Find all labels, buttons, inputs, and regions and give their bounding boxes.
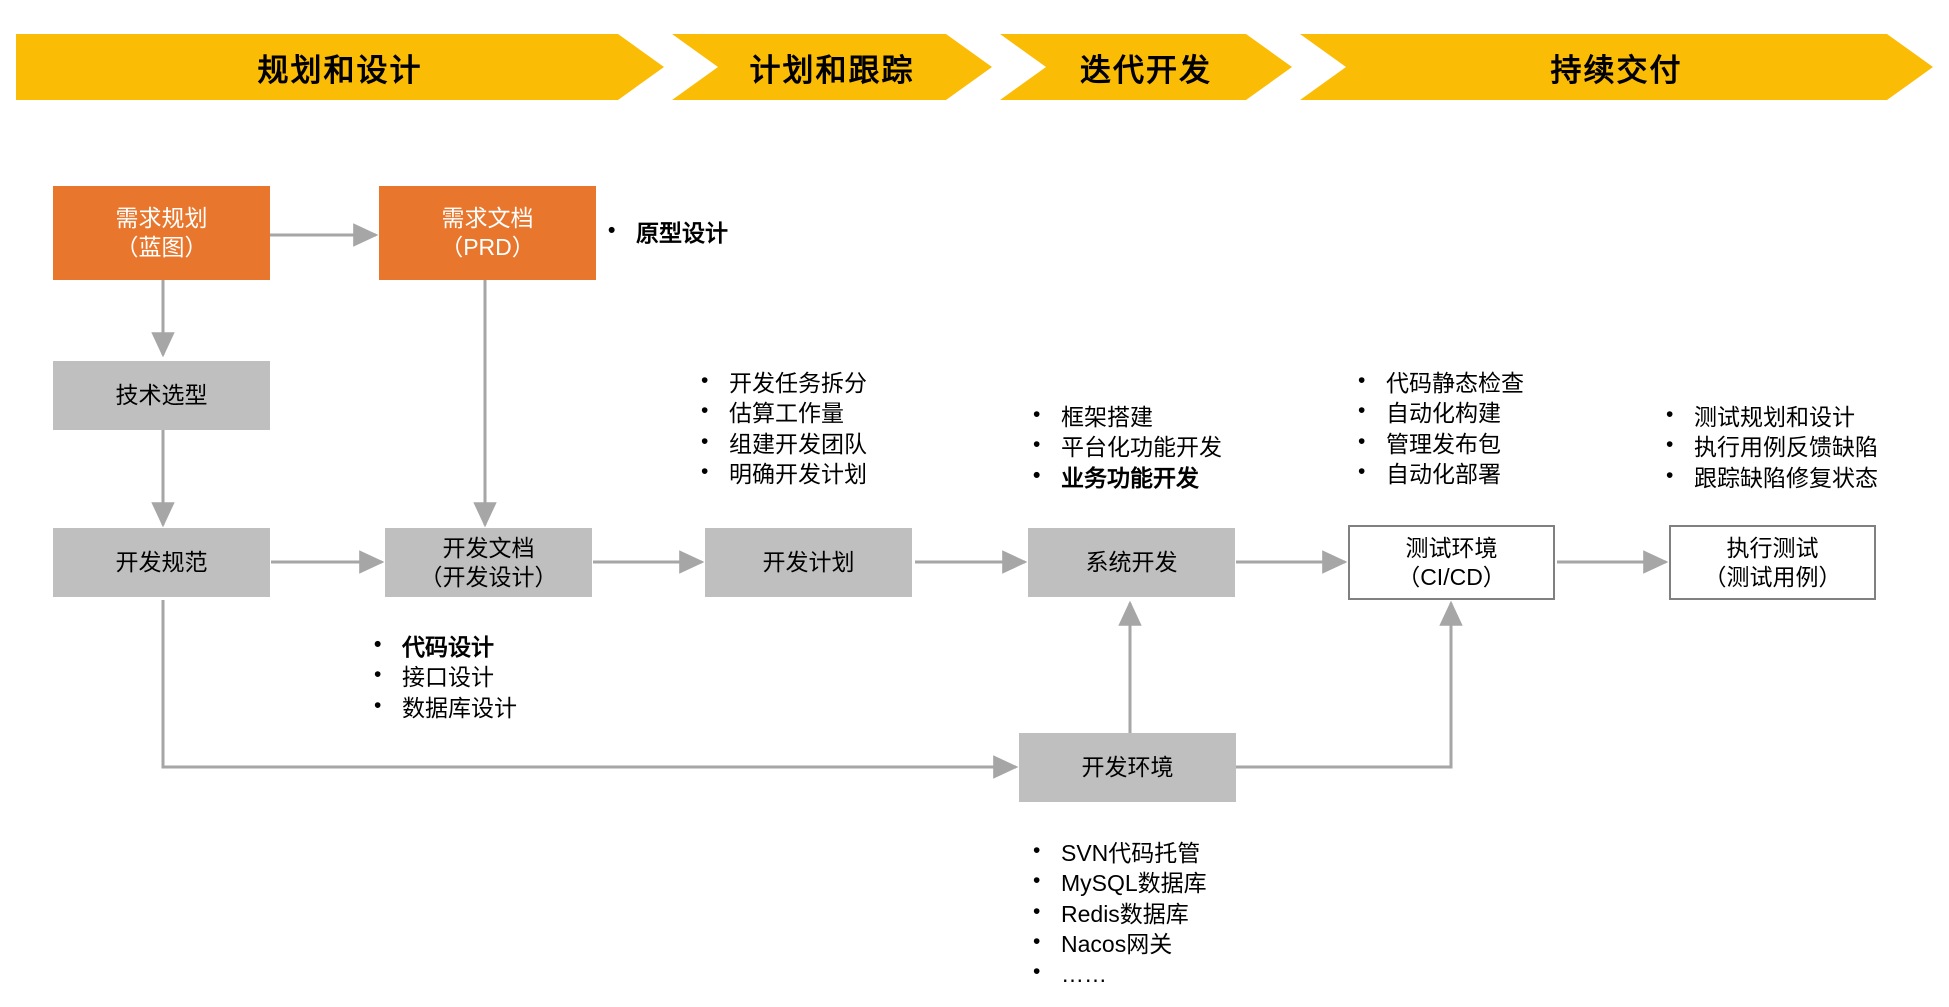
bullet-item: 平台化功能开发 [1027,431,1222,462]
bullet-item: 接口设计 [368,661,517,692]
bullet-item: 测试规划和设计 [1660,401,1878,432]
node-label: 需求规划 （蓝图） [115,205,208,260]
bullet-item: 执行用例反馈缺陷 [1660,431,1878,462]
phase-chevron-4[interactable]: 持续交付 [1300,34,1933,100]
bullet-item: 开发任务拆分 [695,367,867,398]
phase-chevron-2[interactable]: 计划和跟踪 [672,34,992,100]
bullet-item: …… [1027,958,1207,989]
bullet-item: 自动化部署 [1352,458,1524,489]
bullet-item: 自动化构建 [1352,397,1524,428]
node-tech-selection[interactable]: 技术选型 [53,361,270,430]
node-label: 系统开发 [1085,549,1178,576]
node-label: 开发计划 [762,549,855,576]
node-test-env[interactable]: 测试环境 （CI/CD） [1348,525,1555,600]
bullet-item: SVN代码托管 [1027,837,1207,868]
bullets-testing: 测试规划和设计执行用例反馈缺陷跟踪缺陷修复状态 [1660,401,1878,493]
bullet-list: 代码静态检查自动化构建管理发布包自动化部署 [1352,367,1524,489]
bullets-design: 代码设计接口设计数据库设计 [368,631,517,723]
bullet-item: 数据库设计 [368,692,517,723]
bullet-item: 组建开发团队 [695,428,867,459]
node-requirement-doc[interactable]: 需求文档 （PRD） [379,186,596,280]
wire-devenv-to-testenv [1236,600,1463,769]
node-label: 开发规范 [115,549,208,576]
bullet-item: 框架搭建 [1027,401,1222,432]
node-dev-doc[interactable]: 开发文档 （开发设计） [385,528,592,597]
phase-label-1: 规划和设计 [257,52,423,88]
phase-chevron-3[interactable]: 迭代开发 [1000,34,1292,100]
node-dev-env[interactable]: 开发环境 [1019,733,1236,802]
node-label: 需求文档 （PRD） [440,205,535,260]
bullets-cicd: 代码静态检查自动化构建管理发布包自动化部署 [1352,367,1524,489]
bullet-list: 原型设计 [602,217,728,248]
phase-label-2: 计划和跟踪 [749,52,915,88]
bullet-item: 管理发布包 [1352,428,1524,459]
phase-label-4: 持续交付 [1550,52,1683,88]
bullet-item: Nacos网关 [1027,928,1207,959]
bullet-item: 估算工作量 [695,397,867,428]
bullet-item: Redis数据库 [1027,898,1207,929]
bullet-item: 原型设计 [602,217,728,248]
node-label: 执行测试 （测试用例） [1703,534,1842,590]
bullet-list: SVN代码托管MySQL数据库Redis数据库Nacos网关…… [1027,837,1207,990]
bullets-planning: 开发任务拆分估算工作量组建开发团队明确开发计划 [695,367,867,489]
bullet-list: 开发任务拆分估算工作量组建开发团队明确开发计划 [695,367,867,489]
bullets-prototype: 原型设计 [602,217,728,248]
node-label: 开发环境 [1081,754,1174,781]
bullet-list: 测试规划和设计执行用例反馈缺陷跟踪缺陷修复状态 [1660,401,1878,493]
phase-banner: 规划和设计 计划和跟踪 迭代开发 持续交付 [0,0,1949,133]
phase-label-3: 迭代开发 [1080,52,1212,88]
node-label: 技术选型 [115,382,208,409]
node-dev-spec[interactable]: 开发规范 [53,528,270,597]
node-system-dev[interactable]: 系统开发 [1028,528,1235,597]
node-label: 开发文档 （开发设计） [419,534,558,590]
bullets-iteration: 框架搭建平台化功能开发业务功能开发 [1027,401,1222,493]
node-run-test[interactable]: 执行测试 （测试用例） [1669,525,1876,600]
node-dev-plan[interactable]: 开发计划 [705,528,912,597]
node-label: 测试环境 （CI/CD） [1397,534,1506,590]
bullet-item: 代码设计 [368,631,517,662]
wire-spec-to-devenv [161,600,1019,779]
phase-chevron-1[interactable]: 规划和设计 [16,34,664,100]
bullet-item: 明确开发计划 [695,458,867,489]
bullet-item: MySQL数据库 [1027,867,1207,898]
bullet-list: 框架搭建平台化功能开发业务功能开发 [1027,401,1222,493]
bullets-devenv: SVN代码托管MySQL数据库Redis数据库Nacos网关…… [1027,837,1207,990]
bullet-item: 业务功能开发 [1027,462,1222,493]
bullet-list: 代码设计接口设计数据库设计 [368,631,517,723]
bullet-item: 跟踪缺陷修复状态 [1660,462,1878,493]
bullet-item: 代码静态检查 [1352,367,1524,398]
node-requirement-plan[interactable]: 需求规划 （蓝图） [53,186,270,280]
